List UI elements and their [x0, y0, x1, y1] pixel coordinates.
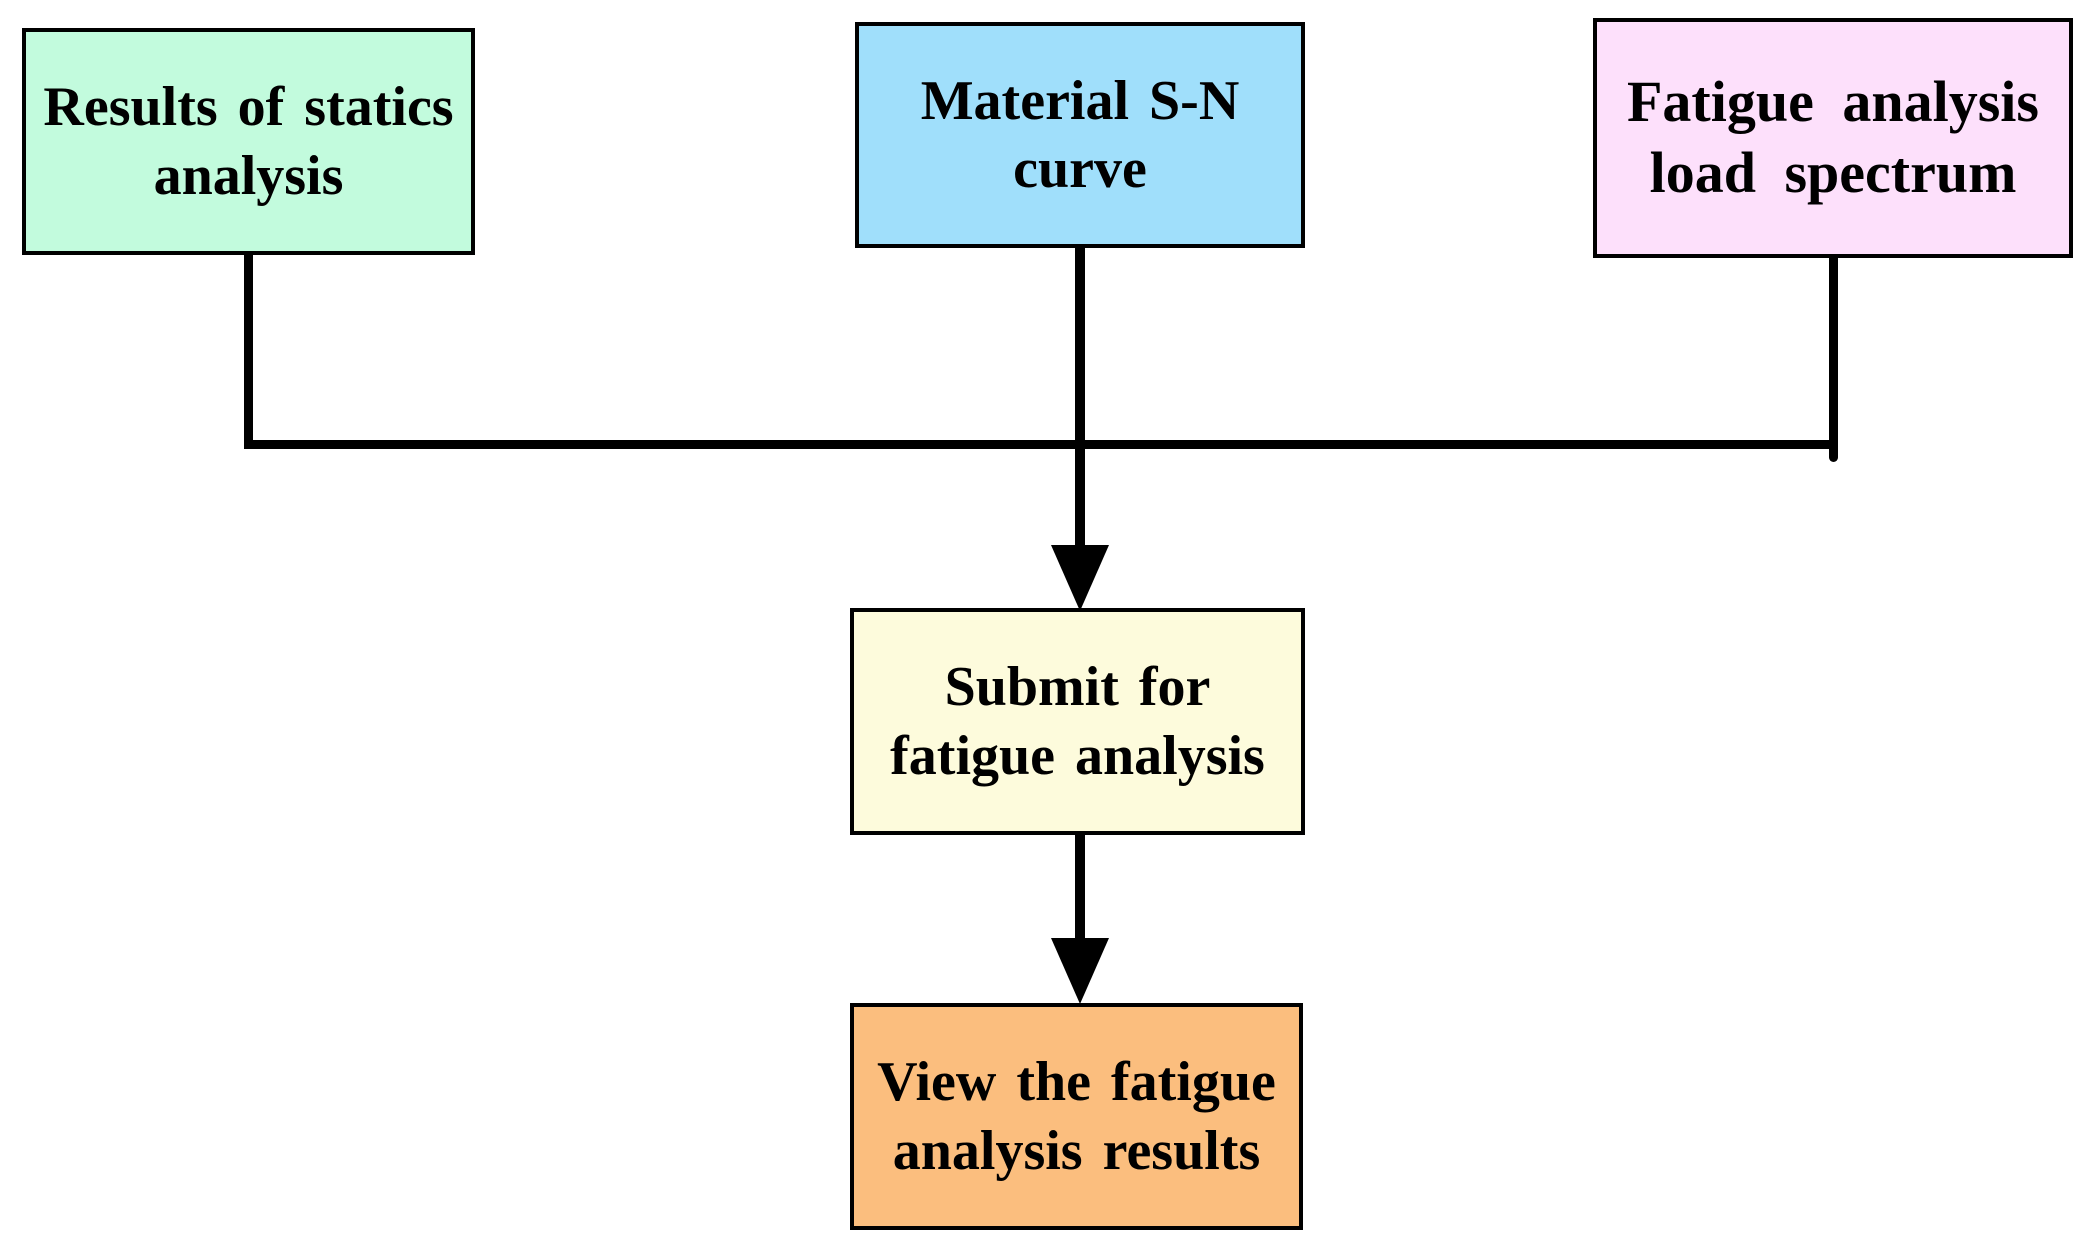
connector-center-vertical	[1075, 246, 1085, 547]
node-fatigue-analysis-load-spectrum: Fatigue analysis load spectrum	[1593, 18, 2073, 258]
node-label-line1: View the fatigue	[877, 1051, 1276, 1114]
connector-right-vertical	[1829, 256, 1838, 462]
node-label-line1: Fatigue analysis	[1627, 69, 2039, 135]
connector-submit-to-view	[1075, 833, 1085, 943]
node-results-of-statics-analysis: Results of statics analysis	[22, 28, 475, 255]
node-label: View the fatigue analysis results	[877, 1048, 1276, 1185]
arrowhead-to-submit	[1051, 545, 1109, 611]
node-label-line2: analysis results	[892, 1119, 1261, 1182]
node-label-line2: load spectrum	[1649, 140, 2017, 205]
node-label-line2: fatigue analysis	[890, 724, 1265, 787]
connector-left-vertical	[244, 253, 253, 449]
node-label-line1: Submit for	[944, 656, 1211, 719]
arrowhead-to-view	[1051, 938, 1109, 1004]
node-label: Submit for fatigue analysis	[890, 653, 1265, 790]
connector-horizontal-merge-bar	[244, 440, 1838, 449]
node-label: Material S-N curve	[921, 67, 1240, 204]
node-label-line1: Results of statics	[43, 76, 454, 139]
node-view-fatigue-analysis-results: View the fatigue analysis results	[850, 1003, 1303, 1230]
node-label: Fatigue analysis load spectrum	[1627, 67, 2039, 209]
node-label-line1: Material S-N	[920, 69, 1240, 132]
node-submit-for-fatigue-analysis: Submit for fatigue analysis	[850, 608, 1305, 835]
node-label: Results of statics analysis	[43, 73, 453, 210]
node-label-line2: analysis	[153, 144, 344, 207]
node-material-sn-curve: Material S-N curve	[855, 22, 1305, 248]
node-label-line2: curve	[1013, 138, 1147, 200]
